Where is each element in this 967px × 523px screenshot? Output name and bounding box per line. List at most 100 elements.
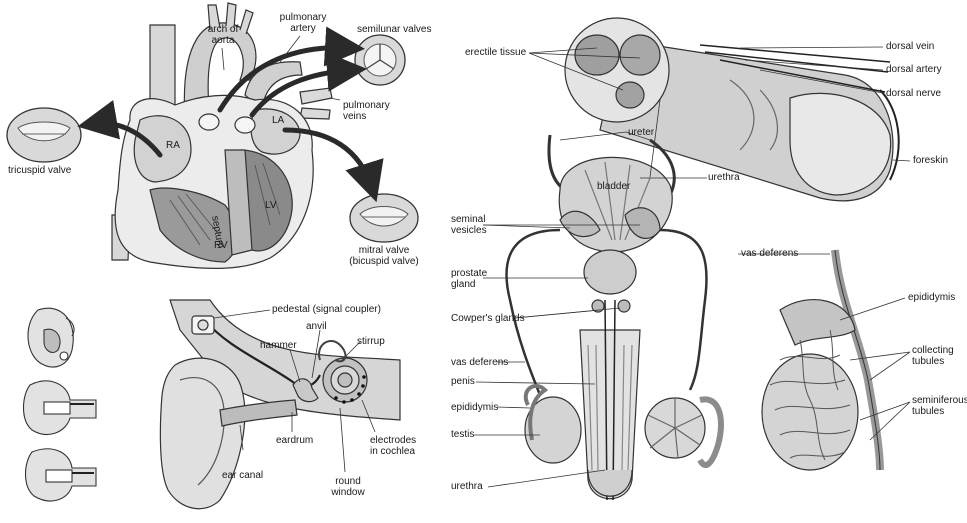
label-dorsal-vein: dorsal vein — [886, 41, 935, 52]
pulmonary-trunk — [244, 61, 303, 112]
ear-thumbnail-2 — [22, 380, 97, 435]
label-arch-of-aorta: arch of aorta — [207, 24, 239, 46]
corpus-spongiosum — [615, 81, 645, 109]
label-stirrup: stirrup — [357, 336, 385, 347]
shaft-stripes — [587, 344, 633, 471]
label-bladder: bladder — [597, 181, 631, 192]
electrode-cable — [204, 319, 321, 388]
epididymis-head — [779, 299, 856, 346]
aortic-branches — [207, 2, 254, 35]
label-ra: RA — [166, 140, 180, 151]
prostate — [583, 249, 637, 295]
ear-canal-tube — [219, 399, 298, 427]
superior-vena-cava — [149, 24, 176, 111]
heart-leader-lines — [221, 35, 341, 101]
label-pulmonary-artery: pulmonary artery — [279, 12, 327, 34]
label-cowpers-glands: Cowper's glands — [451, 313, 525, 324]
testis-left — [524, 396, 582, 464]
label-vas-deferens-right: vas deferens — [741, 248, 799, 259]
cowpers-gland-right — [617, 299, 631, 313]
label-foreskin: foreskin — [913, 155, 949, 166]
label-rv: RV — [214, 240, 228, 251]
epididymis-left-shape — [523, 384, 549, 441]
arrow-to-mitral — [282, 127, 384, 203]
electrode-dots — [334, 375, 366, 404]
heart-flow-arrows — [77, 26, 384, 203]
septum-wall — [224, 149, 253, 256]
aortic-valve-ring — [198, 113, 220, 131]
label-erectile-tissue: erectile tissue — [465, 47, 527, 58]
label-epididymis-right: epididymis — [908, 292, 956, 303]
label-seminiferous-tubules: seminiferous tubules — [912, 395, 967, 417]
testis-detail-illustration — [761, 249, 884, 471]
tubule-network — [769, 329, 851, 461]
inner-texture — [729, 79, 778, 151]
arrow-to-semilunar-2 — [249, 51, 367, 118]
pulmonary-veins-shape — [299, 87, 333, 120]
bladder-ridges — [584, 161, 651, 241]
vas-deferens-right-tube — [659, 228, 708, 391]
right-atrium — [133, 115, 192, 183]
label-dorsal-nerve: dorsal nerve — [886, 88, 942, 99]
bladder-shape — [558, 156, 673, 253]
label-dorsal-artery: dorsal artery — [886, 64, 942, 75]
arrow-to-tricuspid — [77, 100, 163, 158]
outer-ear — [159, 357, 246, 510]
semilunar-valve-illustration — [354, 34, 406, 86]
ossicles — [292, 378, 319, 403]
seminal-vesicle-left — [559, 210, 601, 238]
label-electrodes: electrodes in cochlea — [370, 435, 417, 457]
pulmonary-valve-ring — [234, 116, 256, 134]
aortic-arch — [183, 22, 257, 121]
cord-outline — [834, 249, 881, 471]
label-pedestal: pedestal (signal coupler) — [272, 304, 381, 315]
label-collecting-tubules: collecting tubules — [912, 345, 954, 367]
label-urethra-top: urethra — [708, 172, 740, 183]
label-testis: testis — [451, 429, 475, 440]
epididymis-right-shape — [697, 396, 724, 468]
label-ear-canal: ear canal — [222, 470, 264, 481]
cochlear-implant-illustration — [159, 299, 401, 510]
urethra-channel — [604, 299, 616, 501]
male-reproductive-illustration — [505, 134, 724, 501]
glans — [789, 92, 892, 196]
seminal-vesicle-right — [624, 207, 661, 239]
heart-illustration — [111, 2, 333, 269]
foreskin-fold — [879, 89, 900, 181]
label-semilunar-valves: semilunar valves — [357, 24, 432, 35]
vas-deferens-left-tube — [505, 228, 561, 396]
testis-section-lobes — [647, 398, 703, 459]
chordae-lines — [169, 162, 281, 246]
label-pulmonary-veins: pulmonary veins — [343, 100, 390, 122]
label-round-window: round window — [331, 476, 365, 498]
mitral-valve-illustration — [349, 193, 419, 243]
label-penis: penis — [451, 376, 475, 387]
semicircular-canals — [318, 340, 347, 363]
label-urethra-bottom: urethra — [451, 481, 483, 492]
right-corpus — [619, 34, 661, 76]
label-ureter: ureter — [628, 127, 655, 138]
male-leader-lines — [474, 46, 911, 488]
label-mitral-valve: mitral valve (bicuspid valve) — [349, 245, 419, 267]
label-la: LA — [272, 115, 285, 126]
tricuspid-valve-illustration — [6, 107, 82, 163]
ear-thumbnail-3 — [24, 448, 97, 502]
label-eardrum: eardrum — [276, 435, 314, 446]
left-atrium — [250, 108, 301, 155]
glans-bottom — [587, 469, 633, 497]
ear-thumbnail-1 — [27, 307, 75, 368]
dorsal-vessels — [699, 44, 891, 93]
label-vas-deferens-left: vas deferens — [451, 357, 509, 368]
label-anvil: anvil — [306, 321, 327, 332]
label-lv: LV — [265, 200, 277, 211]
right-ureter — [649, 138, 676, 196]
label-seminal-vesicles: seminal vesicles — [451, 214, 487, 236]
label-hammer: hammer — [260, 340, 297, 351]
cowpers-gland-left — [591, 299, 605, 313]
label-prostate-gland: prostate gland — [451, 268, 488, 290]
label-tricuspid-valve: tricuspid valve — [8, 165, 72, 176]
arrow-to-semilunar-1 — [217, 26, 365, 113]
label-epididymis-left: epididymis — [451, 402, 499, 413]
